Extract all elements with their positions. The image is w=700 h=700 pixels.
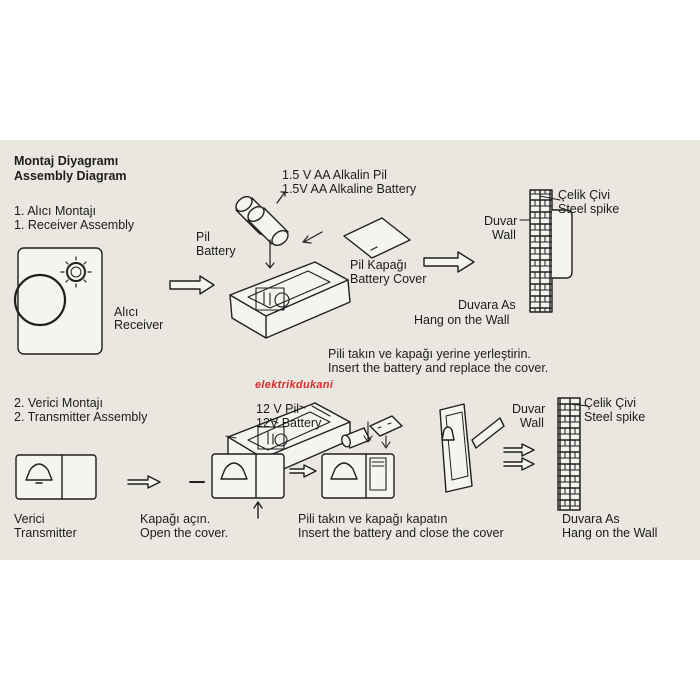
- receiver-label-en: Receiver: [114, 318, 164, 332]
- arrow-receiver-to-open: [169, 275, 215, 295]
- 12v-battery: [311, 405, 403, 449]
- receiver-open-body: [229, 261, 351, 339]
- wall1-label-en: Wall: [492, 228, 516, 242]
- transmitter-label-tr: Verici: [14, 512, 45, 526]
- transmitter-with-battery: [321, 453, 395, 499]
- wall1-label-tr: Duvar: [484, 214, 518, 228]
- diagram-drawing: [13, 189, 589, 519]
- transmitter-open: [189, 453, 285, 519]
- spike2-label-en: Steel spike: [584, 410, 646, 424]
- spike2-label-tr: Çelik Çivi: [584, 396, 637, 410]
- cover-label-tr: Pil Kapağı: [350, 258, 407, 272]
- title-en: Assembly Diagram: [14, 169, 127, 183]
- spike1-label-tr: Çelik Çivi: [558, 188, 611, 202]
- battery-type-en: 1.5V AA Alkaline Battery: [282, 182, 417, 196]
- wall-2: [557, 397, 589, 511]
- transmitter-heading-en: 2. Transmitter Assembly: [14, 410, 148, 424]
- arrow-t1: [127, 475, 161, 489]
- transmitter-heading-tr: 2. Verici Montajı: [14, 396, 103, 410]
- receiver-instruction-en: Insert the battery and replace the cover…: [328, 361, 549, 375]
- assembly-diagram-sheet: Montaj Diyagramı Assembly Diagram 1. Alı…: [0, 140, 700, 560]
- battery-label-en: Battery: [196, 244, 236, 258]
- t-battery-label-en: 12V Battery: [256, 416, 322, 430]
- wall-1: [519, 189, 573, 313]
- hang2-label-tr: Duvara As: [562, 512, 620, 526]
- watermark-text: elektrikdukani: [255, 379, 334, 391]
- wall2-label-tr: Duvar: [512, 402, 546, 416]
- insert-battery-tr: Pili takın ve kapağı kapatın: [298, 512, 448, 526]
- receiver-device: [13, 247, 103, 355]
- battery-label-tr: Pil: [196, 230, 210, 244]
- arrow-to-wall-1: [423, 251, 475, 273]
- wall2-label-en: Wall: [520, 416, 544, 430]
- aa-batteries: [235, 191, 323, 269]
- spike1-label-en: Steel spike: [558, 202, 620, 216]
- open-cover-tr: Kapağı açın.: [140, 512, 211, 526]
- battery-cover: [343, 217, 411, 259]
- hang1-label-tr: Duvara As: [458, 298, 516, 312]
- transmitter-mount: [439, 403, 505, 493]
- open-cover-en: Open the cover.: [140, 526, 229, 540]
- battery-type-tr: 1.5 V AA Alkalin Pil: [282, 168, 387, 182]
- hang1-label-en: Hang on the Wall: [414, 313, 510, 327]
- t-battery-label-tr: 12 V Pil: [256, 402, 300, 416]
- receiver-instruction-tr: Pili takın ve kapağı yerine yerleştirin.: [328, 347, 531, 361]
- receiver-heading-tr: 1. Alıcı Montajı: [14, 204, 96, 218]
- transmitter-front: [15, 454, 97, 500]
- receiver-label-tr: Alıcı: [114, 305, 139, 319]
- hang2-label-en: Hang on the Wall: [562, 526, 658, 540]
- insert-battery-en: Insert the battery and close the cover: [298, 526, 504, 540]
- arrows-to-wall-2: [503, 443, 535, 471]
- cover-label-en: Battery Cover: [350, 272, 427, 286]
- title-tr: Montaj Diyagramı: [14, 154, 119, 168]
- arrow-t2: [289, 464, 317, 478]
- transmitter-label-en: Transmitter: [14, 526, 77, 540]
- receiver-heading-en: 1. Receiver Assembly: [14, 218, 135, 232]
